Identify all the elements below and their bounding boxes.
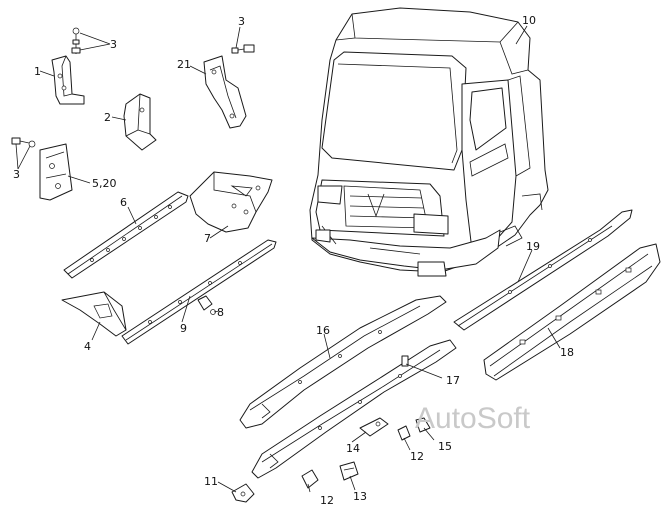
bracket-part-1 <box>51 55 85 105</box>
callout-3-upper-left: 3 <box>110 38 117 51</box>
leader-lines <box>15 25 561 493</box>
callout-5-20: 5,20 <box>92 177 117 190</box>
bracket-part-14 <box>359 417 389 437</box>
watermark-text: AutoSoft <box>415 402 531 435</box>
clip-part-8 <box>197 295 216 315</box>
callout-11: 11 <box>204 475 218 488</box>
plate-part-7 <box>189 171 273 233</box>
rail-part-9 <box>121 239 277 345</box>
callout-3-upper-right: 3 <box>238 15 245 28</box>
cab-assembly <box>309 7 549 277</box>
callout-15: 15 <box>438 440 452 453</box>
clip-part-15 <box>415 417 431 433</box>
callout-14: 14 <box>346 442 360 455</box>
callout-12-upper: 12 <box>410 450 424 463</box>
member-part-18 <box>483 243 661 381</box>
callout-17: 17 <box>446 374 460 387</box>
rail-part-6 <box>63 191 189 279</box>
bracket-part-11 <box>231 483 255 503</box>
bracket-part-4 <box>61 291 127 337</box>
callout-13: 13 <box>353 490 367 503</box>
callout-6: 6 <box>120 196 127 209</box>
callout-4: 4 <box>84 340 91 353</box>
bolt-assembly-3-left <box>11 137 36 148</box>
callout-1: 1 <box>34 65 41 78</box>
rail-part-19 <box>453 209 633 331</box>
callout-12-lower: 12 <box>320 494 334 507</box>
callout-10: 10 <box>522 14 536 27</box>
clip-part-12-upper <box>397 425 411 441</box>
callout-labels: 1 2 3 3 3 4 5,20 6 7 8 9 10 11 12 12 13 … <box>13 14 574 507</box>
callout-18: 18 <box>560 346 574 359</box>
bracket-part-2 <box>123 93 157 151</box>
callout-21: 21 <box>177 58 191 71</box>
clip-part-13 <box>339 461 359 481</box>
clip-part-12-lower <box>301 469 319 489</box>
callout-2: 2 <box>104 111 111 124</box>
bolt-assembly-3-upper <box>71 27 81 54</box>
callout-9: 9 <box>180 322 187 335</box>
callout-8: 8 <box>217 306 224 319</box>
callout-7: 7 <box>204 232 211 245</box>
callout-19: 19 <box>526 240 540 253</box>
bracket-part-21 <box>203 55 247 129</box>
callout-16: 16 <box>316 324 330 337</box>
bracket-part-5-20 <box>39 143 73 201</box>
member-part-16 <box>239 295 447 429</box>
bolt-assembly-3-right <box>231 44 255 54</box>
member-part-17 <box>251 339 457 479</box>
callout-3-left: 3 <box>13 168 20 181</box>
